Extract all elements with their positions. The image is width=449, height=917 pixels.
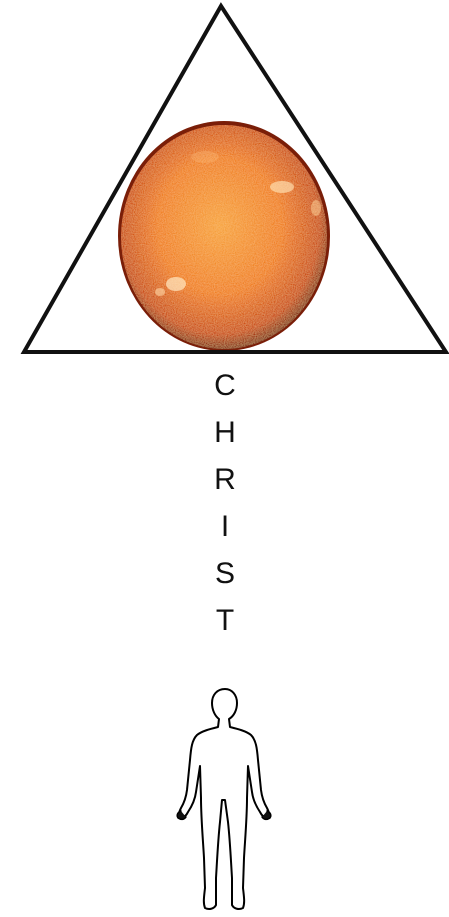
vertical-word-christ: C H R I S T (200, 362, 250, 644)
word-letter: H (200, 409, 250, 456)
word-letter: R (200, 456, 250, 503)
sun-icon (118, 121, 330, 351)
word-letter: T (200, 597, 250, 644)
word-letter: I (200, 503, 250, 550)
word-letter: C (200, 362, 250, 409)
human-figure-icon (177, 689, 271, 909)
word-letter: S (200, 550, 250, 597)
